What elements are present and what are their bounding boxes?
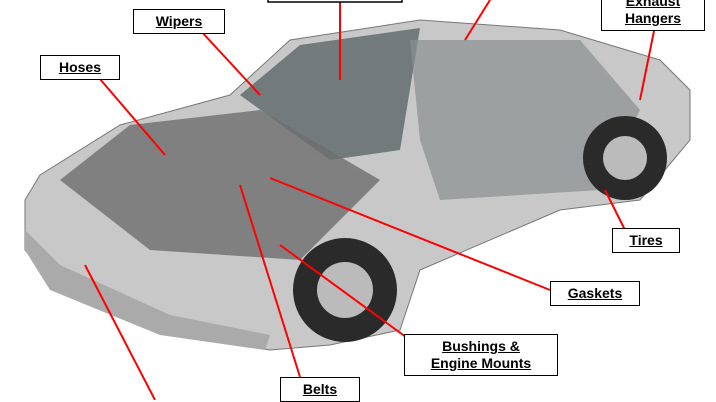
front-bumper	[25, 230, 270, 350]
label-gaskets: Gaskets	[550, 281, 640, 306]
engine-bay	[60, 110, 380, 260]
cabin	[410, 40, 640, 200]
label-hoses: Hoses	[40, 55, 120, 80]
label-wipers: Wipers	[133, 9, 225, 34]
top-label-box	[267, 0, 403, 3]
label-tires: Tires	[612, 228, 680, 253]
leader-lines	[84, 0, 656, 400]
label-bushings-engine-mounts: Bushings &Engine Mounts	[404, 334, 558, 376]
label-belts: Belts	[280, 377, 360, 402]
